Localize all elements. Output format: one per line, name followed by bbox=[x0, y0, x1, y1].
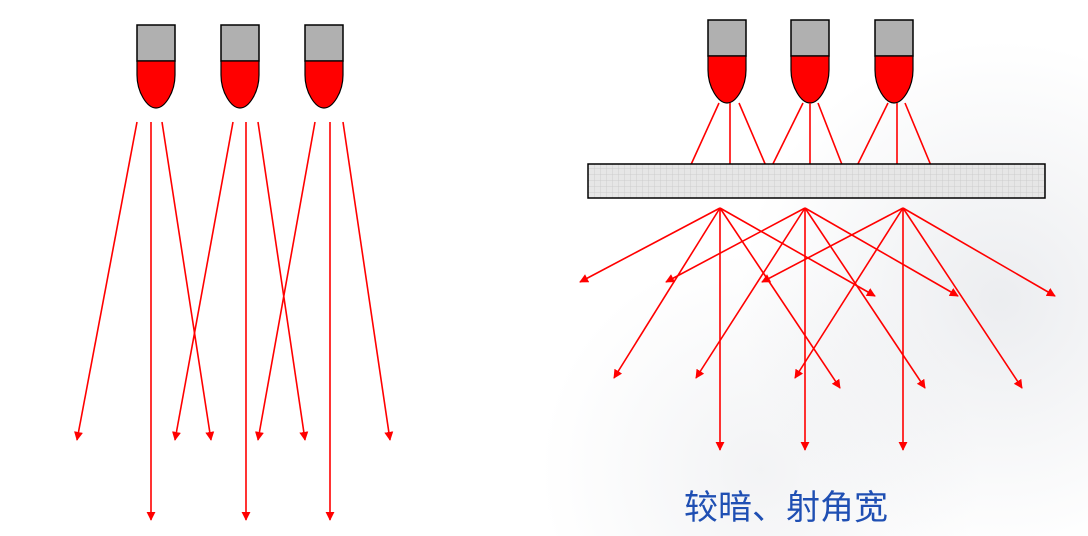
led-lens bbox=[136, 60, 176, 109]
ray bbox=[804, 207, 926, 389]
caption-text: 较暗、射角宽 bbox=[684, 488, 888, 528]
left-panel bbox=[74, 24, 394, 521]
led-cap bbox=[707, 19, 747, 57]
ray bbox=[719, 207, 876, 297]
left-rays bbox=[74, 121, 394, 521]
led-left-3 bbox=[304, 24, 344, 109]
ray bbox=[74, 121, 138, 441]
led-left-1 bbox=[136, 24, 176, 109]
led-cap bbox=[220, 24, 260, 62]
ray bbox=[804, 207, 959, 297]
ray bbox=[161, 121, 215, 441]
ray bbox=[613, 207, 721, 379]
ray bbox=[665, 207, 806, 283]
right-panel bbox=[579, 19, 1056, 451]
ray bbox=[172, 121, 234, 441]
led-cap bbox=[136, 24, 176, 62]
ray bbox=[902, 207, 1023, 389]
led-right-2 bbox=[790, 19, 830, 104]
led-cap bbox=[304, 24, 344, 62]
led-left-2 bbox=[220, 24, 260, 109]
ray bbox=[902, 207, 1056, 297]
ray bbox=[579, 207, 721, 283]
led-cap bbox=[874, 19, 914, 57]
ray bbox=[257, 121, 309, 441]
ray bbox=[761, 207, 904, 283]
ray bbox=[342, 121, 394, 441]
led-cap bbox=[790, 19, 830, 57]
led-lens bbox=[304, 60, 344, 109]
led-right-3 bbox=[874, 19, 914, 104]
led-right-1 bbox=[707, 19, 747, 104]
led-lens bbox=[790, 55, 830, 104]
led-lens bbox=[707, 55, 747, 104]
ray bbox=[254, 121, 316, 441]
right-scattered-rays bbox=[579, 207, 1056, 451]
led-lens bbox=[220, 60, 260, 109]
ray bbox=[794, 207, 904, 379]
ray bbox=[719, 207, 841, 389]
led-lens bbox=[874, 55, 914, 104]
diffuser-plate bbox=[587, 163, 1046, 199]
ray bbox=[695, 207, 806, 379]
